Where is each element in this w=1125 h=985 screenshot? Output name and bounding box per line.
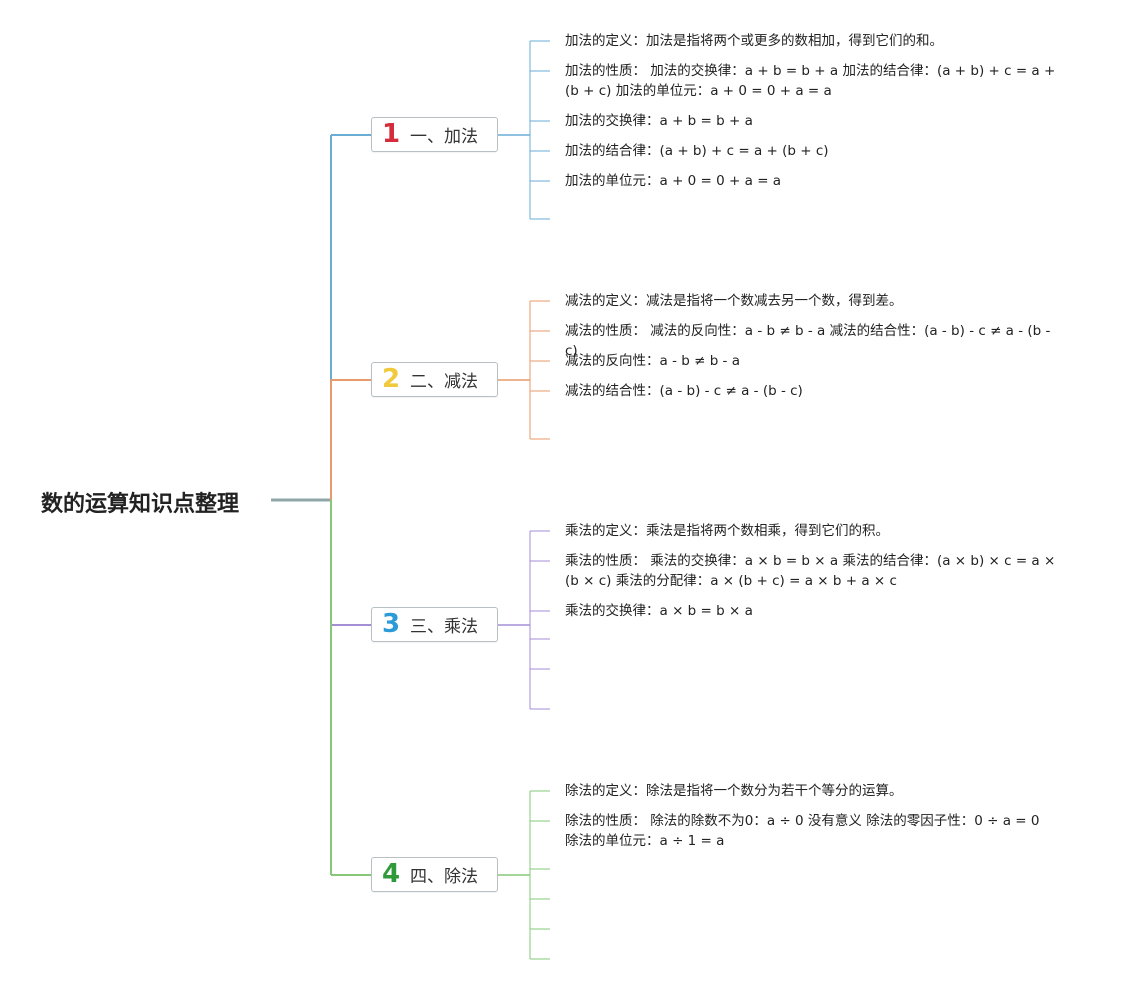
leaf-topic[interactable]: 除法的性质： 除法的除数不为0：a ÷ 0 没有意义 除法的零因子性：0 ÷ a…: [565, 813, 1040, 849]
number-badge-icon: 1: [381, 118, 401, 149]
number-badge-icon: 3: [381, 608, 401, 639]
leaf-topic[interactable]: 减法的性质： 减法的反向性：a - b ≠ b - a 减法的结合性：(a - …: [565, 323, 1051, 359]
leaf-topic[interactable]: 减法的定义：减法是指将一个数减去另一个数，得到差。: [565, 293, 903, 309]
leaf-topic[interactable]: 加法的交换律：a + b = b + a: [565, 113, 753, 129]
leaf-topic[interactable]: 减法的结合性：(a - b) - c ≠ a - (b - c): [565, 383, 803, 399]
branch-topic-1[interactable]: 1 一、加法: [371, 117, 498, 152]
leaf-topic[interactable]: 乘法的定义：乘法是指将两个数相乘，得到它们的积。: [565, 523, 889, 539]
number-badge-icon: 4: [381, 858, 401, 889]
leaf-topic[interactable]: 加法的性质： 加法的交换律：a + b = b + a 加法的结合律：(a + …: [565, 63, 1056, 99]
branch-label: 三、乘法: [410, 617, 478, 637]
leaf-topic[interactable]: 乘法的性质： 乘法的交换律：a × b = b × a 乘法的结合律：(a × …: [565, 553, 1056, 589]
branch-label: 二、减法: [410, 372, 478, 392]
leaf-topic[interactable]: 加法的结合律：(a + b) + c = a + (b + c): [565, 143, 829, 159]
branch-topic-3[interactable]: 3 三、乘法: [371, 607, 498, 642]
leaf-topic[interactable]: 减法的反向性：a - b ≠ b - a: [565, 353, 740, 369]
branch-topic-2[interactable]: 2 二、减法: [371, 362, 498, 397]
root-topic[interactable]: 数的运算知识点整理: [41, 486, 239, 518]
leaf-topic[interactable]: 乘法的交换律：a × b = b × a: [565, 603, 753, 619]
leaf-topic[interactable]: 加法的单位元：a + 0 = 0 + a = a: [565, 173, 782, 189]
branch-label: 一、加法: [410, 127, 478, 147]
number-badge-icon: 2: [381, 363, 401, 394]
leaf-topic[interactable]: 除法的定义：除法是指将一个数分为若干个等分的运算。: [565, 783, 903, 799]
branch-topic-4[interactable]: 4 四、除法: [371, 857, 498, 892]
leaf-topic[interactable]: 加法的定义：加法是指将两个或更多的数相加，得到它们的和。: [565, 33, 943, 49]
root-title: 数的运算知识点整理: [41, 492, 240, 517]
branch-label: 四、除法: [410, 867, 478, 887]
